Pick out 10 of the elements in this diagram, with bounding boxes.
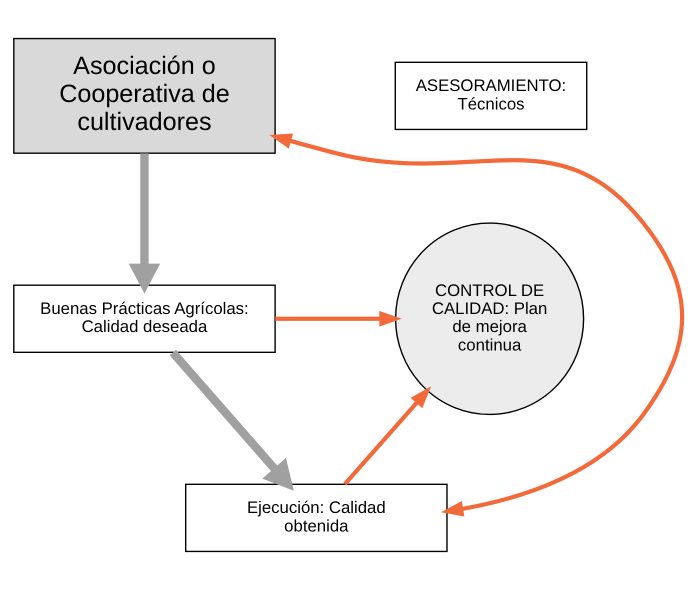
node-box: Asociación o Cooperativa de cultivadores xyxy=(13,38,276,154)
node-circle: CONTROL DE CALIDAD: Plan de mejora continua xyxy=(394,222,584,416)
arrow xyxy=(275,310,402,327)
node-box: Ejecución: Calidad obtenida xyxy=(184,484,448,552)
arrow xyxy=(170,350,294,491)
node-box: Buenas Prácticas Agrícolas: Calidad deseada xyxy=(13,284,276,353)
arrow xyxy=(269,133,684,516)
arrow xyxy=(343,386,432,486)
arrow xyxy=(128,153,160,294)
node-box: ASESORAMIENTO: Técnicos xyxy=(394,62,588,130)
